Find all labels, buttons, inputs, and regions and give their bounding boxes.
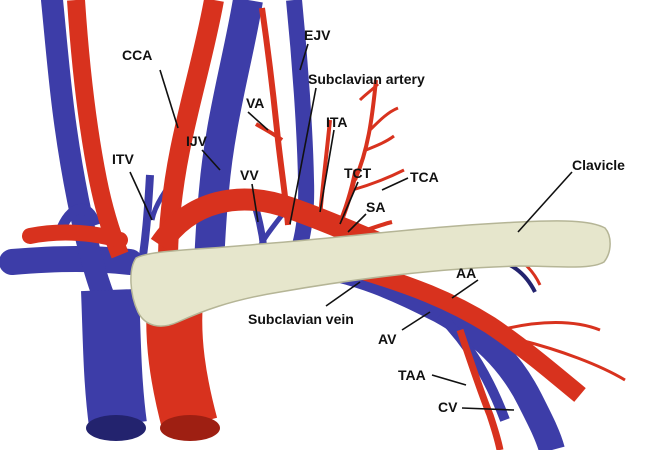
- label-itv: ITV: [112, 151, 134, 167]
- label-ijv: IJV: [186, 133, 208, 149]
- label-taa: TAA: [398, 367, 426, 383]
- leader-av: [402, 312, 430, 330]
- label-tca: TCA: [410, 169, 439, 185]
- artery-trunk-end: [160, 415, 220, 441]
- label-aa: AA: [456, 265, 476, 281]
- brachiocephalic-vein-trunk: [110, 290, 118, 425]
- tca-branch-2: [366, 136, 394, 150]
- brachiocephalic-vein-end: [86, 415, 146, 441]
- label-sa: SA: [366, 199, 385, 215]
- label-cv: CV: [438, 399, 458, 415]
- leader-cv: [462, 408, 514, 410]
- leader-cca: [160, 70, 178, 128]
- leader-aa: [452, 280, 478, 298]
- label-tct: TCT: [344, 165, 372, 181]
- label-subclavian-artery: Subclavian artery: [308, 71, 425, 87]
- label-clavicle: Clavicle: [572, 157, 625, 173]
- left-brachiocephalic-vein: [12, 259, 130, 262]
- leader-tct: [340, 182, 358, 224]
- label-vv: VV: [240, 167, 259, 183]
- label-va: VA: [246, 95, 264, 111]
- leader-taa: [432, 375, 466, 385]
- artery-branch-right-1: [500, 323, 600, 331]
- label-cca: CCA: [122, 47, 152, 63]
- label-ejv: EJV: [304, 27, 331, 43]
- label-av: AV: [378, 331, 397, 347]
- leader-subclavian-vein: [326, 282, 360, 306]
- left-horizontal-artery: [30, 233, 120, 240]
- label-subclavian-vein: Subclavian vein: [248, 311, 354, 327]
- label-ita: ITA: [326, 114, 348, 130]
